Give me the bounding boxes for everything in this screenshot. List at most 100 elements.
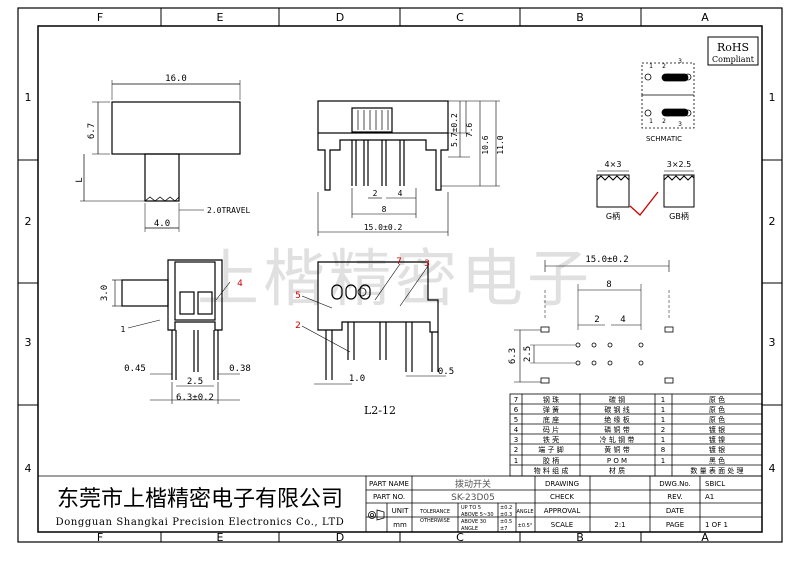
dim-h76: 7.6 bbox=[465, 123, 474, 138]
watermark: 上楷精密电子 bbox=[197, 242, 593, 315]
dim-slider-width: 16.0 bbox=[165, 74, 187, 84]
dim-p63: 6.3±0.2 bbox=[176, 393, 214, 403]
bom-cell-qty: 2 bbox=[661, 426, 665, 434]
bom-cell-fin: 原 色 bbox=[709, 395, 725, 404]
col-label: A bbox=[701, 11, 709, 24]
pin-label: 2 bbox=[662, 63, 666, 70]
schematic-diagram bbox=[641, 62, 695, 129]
dim-travel: 2.0TRAVEL bbox=[207, 206, 251, 215]
bom-cell-qty: 1 bbox=[661, 406, 665, 414]
bom-cell-mat: 绝 缘 板 bbox=[604, 415, 629, 424]
check-label: CHECK bbox=[550, 493, 574, 501]
dim-fp63: 6.3 bbox=[508, 348, 518, 364]
angle-value: ±0.5° bbox=[518, 523, 533, 529]
dim-side30: 3.0 bbox=[100, 285, 110, 301]
dim-p05: 0.5 bbox=[438, 367, 454, 377]
bom-cell-qty: 1 bbox=[661, 396, 665, 404]
row-label: 1 bbox=[25, 91, 32, 104]
bom-cell-name: 码 片 bbox=[543, 425, 559, 434]
part-name: 拨动开关 bbox=[455, 478, 491, 490]
model-label: L2-12 bbox=[364, 404, 396, 417]
tol-3: ABOVE 30 bbox=[461, 519, 486, 525]
pin-label: 2 bbox=[662, 118, 666, 125]
dim-slider-height: 6.7 bbox=[87, 123, 97, 139]
bom-cell-mat: 碳 钢 bbox=[609, 395, 625, 404]
row-labels: 1 2 3 4 1 2 3 4 bbox=[25, 91, 776, 475]
tol-2: ABOVE 5~30 bbox=[461, 512, 494, 518]
bom-cell-mat: P O M bbox=[607, 457, 627, 465]
tol-2-val: ±0.3 bbox=[500, 512, 512, 518]
dim-p045: 0.45 bbox=[124, 364, 146, 374]
pin-label: 3 bbox=[678, 58, 682, 65]
bom-cell-fin: 原 色 bbox=[709, 415, 725, 424]
rohs-title: RoHS bbox=[717, 41, 749, 54]
dim-body15: 15.0±0.2 bbox=[364, 223, 403, 232]
title-block bbox=[365, 475, 763, 533]
dim-shaft: 4.0 bbox=[154, 219, 170, 229]
part-no-label: PART NO. bbox=[373, 493, 405, 501]
bom-cell-name: 钢 珠 bbox=[543, 395, 559, 404]
handle-types bbox=[596, 170, 695, 216]
section-view bbox=[301, 261, 446, 385]
column-labels-top: F E D C B A bbox=[97, 11, 709, 24]
grid-ticks bbox=[18, 8, 782, 542]
gb-label: GB柄 bbox=[669, 211, 689, 221]
page-label: PAGE bbox=[666, 521, 684, 529]
dim-L: L bbox=[75, 177, 85, 182]
rohs-mark: RoHS Compliant bbox=[707, 36, 759, 66]
dim-fp2: 2 bbox=[594, 315, 599, 325]
col-label: D bbox=[336, 11, 344, 24]
slider-view bbox=[80, 80, 241, 232]
part-no: SK-23D05 bbox=[451, 493, 495, 503]
tol-1: UP TO 5 bbox=[461, 505, 481, 511]
bom-cell-mat: 磷 铜 带 bbox=[604, 425, 629, 434]
bom-cell-no: 6 bbox=[514, 406, 519, 414]
bom-cell-mat: 材 质 bbox=[609, 466, 625, 475]
bom-cell-mat: 碳 钢 线 bbox=[604, 405, 629, 414]
part-name-label: PART NAME bbox=[369, 480, 409, 488]
bom-cell-no: 5 bbox=[514, 416, 518, 424]
callout-1: 1 bbox=[120, 325, 125, 334]
approval-label: APPROVAL bbox=[544, 507, 581, 515]
bom-cell-name: 胶 柄 bbox=[543, 456, 559, 465]
col-label: F bbox=[97, 11, 103, 24]
bom-cell-qty: 8 bbox=[661, 446, 665, 454]
col-label: A bbox=[701, 531, 709, 544]
g-dim: 4×3 bbox=[605, 160, 622, 169]
rohs-sub: Compliant bbox=[712, 55, 755, 64]
scale-value: 2:1 bbox=[614, 521, 625, 529]
title-block-text: PART NAME 拨动开关 PART NO. SK-23D05 UNIT mm… bbox=[369, 478, 728, 532]
row-label: 1 bbox=[769, 91, 776, 104]
scale-label: SCALE bbox=[551, 521, 573, 529]
col-label: C bbox=[456, 531, 464, 544]
g-label: G柄 bbox=[606, 211, 620, 221]
schematic-pin-labels: 1 2 3 1 2 3 bbox=[649, 58, 682, 128]
tol-4-val: ±7 bbox=[500, 526, 507, 532]
rev-label: REV. bbox=[667, 493, 682, 501]
dim-fp15: 15.0±0.2 bbox=[585, 255, 628, 265]
bom-cell-no: 3 bbox=[514, 436, 518, 444]
row-label: 3 bbox=[25, 336, 32, 349]
col-label: B bbox=[576, 11, 584, 24]
bom-cell-mat: 冷 轧 钢 带 bbox=[600, 435, 635, 444]
callout-4: 4 bbox=[237, 279, 243, 289]
bom-cell-qty: 1 bbox=[661, 416, 665, 424]
bom-cell-no: 2 bbox=[514, 446, 518, 454]
callout-7: 7 bbox=[396, 257, 402, 267]
company-name-cn: 东莞市上楷精密电子有限公司 bbox=[57, 487, 343, 512]
row-label: 3 bbox=[769, 336, 776, 349]
bom-cell-qty: 1 bbox=[661, 436, 665, 444]
pin-label: 1 bbox=[649, 63, 653, 70]
callout-2: 2 bbox=[295, 321, 301, 331]
dim-fp25: 2.5 bbox=[523, 346, 533, 362]
col-label: E bbox=[217, 531, 224, 544]
dim-h106: 10.6 bbox=[481, 135, 490, 154]
col-label: E bbox=[217, 11, 224, 24]
tol-3-val: ±0.5 bbox=[500, 519, 512, 525]
rev-value: A1 bbox=[705, 493, 714, 501]
row-label: 4 bbox=[769, 462, 776, 475]
bom-cell-name: 铁 壳 bbox=[543, 435, 559, 444]
dwg-value: SBICL bbox=[705, 480, 725, 488]
angle-label: ANGLE bbox=[517, 509, 534, 515]
